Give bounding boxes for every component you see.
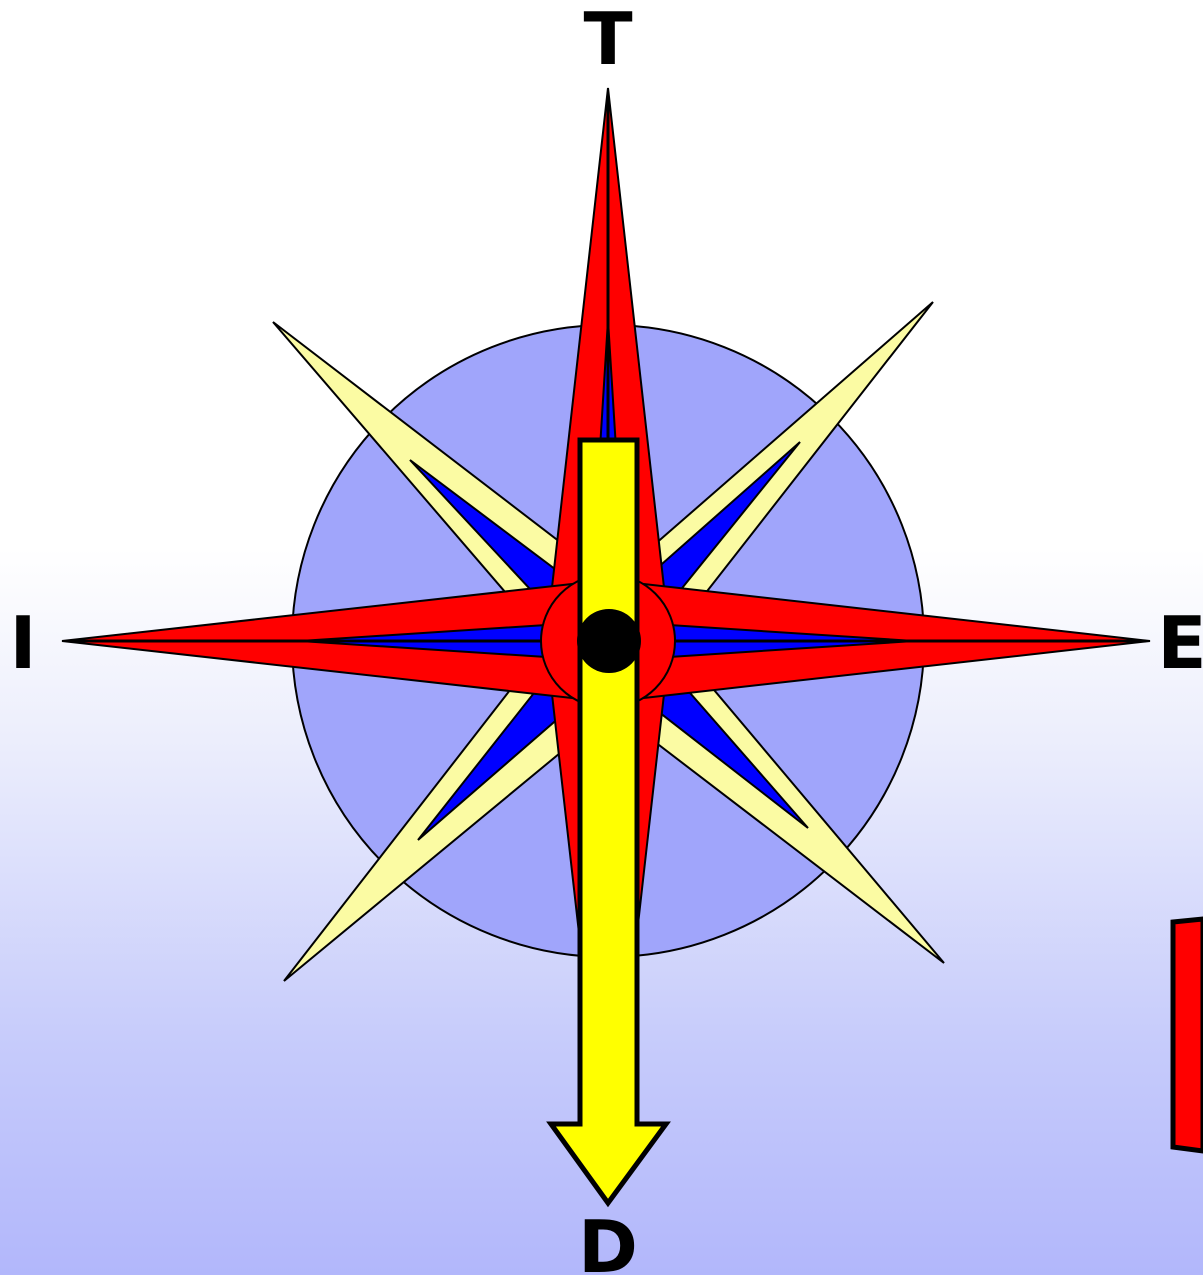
compass-hub [577, 609, 641, 673]
red-card-icon [1170, 916, 1203, 1154]
arrow-down-icon [546, 437, 671, 1208]
label-top: T [583, 0, 632, 81]
label-left: I [10, 601, 37, 685]
label-bottom: D [578, 1205, 638, 1275]
label-right: E [1157, 601, 1203, 685]
